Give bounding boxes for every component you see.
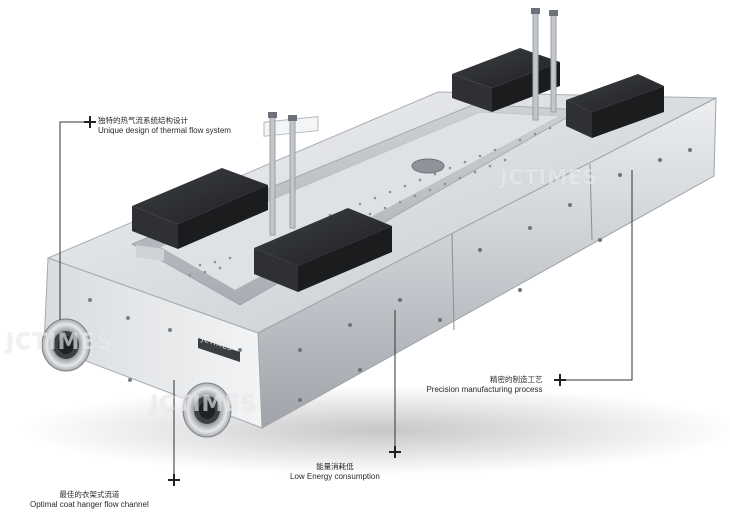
callout-energy: 能量消耗低 Low Energy consumption	[290, 462, 380, 482]
inlet-flange-left	[41, 318, 91, 372]
heater-box-1	[132, 168, 268, 262]
callout-channel-cn: 最佳的衣架式流道	[59, 490, 120, 499]
segment-seams	[451, 163, 593, 331]
callout-precision: 精密的制造工艺 Precision manufacturing process	[410, 375, 543, 395]
adjustment-posts-back	[531, 8, 558, 121]
top-port	[411, 158, 445, 174]
end-bolts	[88, 298, 242, 397]
heater-box-4	[566, 74, 664, 138]
callout-precision-en: Precision manufacturing process	[426, 385, 543, 394]
callout-energy-en: Low Energy consumption	[290, 472, 380, 481]
callout-leaders	[59, 121, 633, 480]
callout-thermal: 独特的热气流系统结构设计 Unique design of thermal fl…	[98, 116, 231, 136]
callout-precision-cn: 精密的制造工艺	[490, 375, 543, 384]
watermark-2: JCTIMES	[6, 330, 114, 355]
adjustment-posts-front	[263, 112, 319, 236]
brand-plate	[198, 338, 240, 362]
callout-markers	[84, 116, 566, 486]
callout-thermal-en: Unique design of thermal flow system	[98, 126, 231, 135]
inlet-flange-right	[182, 382, 232, 438]
heater-box-2	[254, 208, 392, 292]
watermark-3: JCTIMES	[150, 392, 258, 417]
callout-channel: 最佳的衣架式流道 Optimal coat hanger flow channe…	[30, 490, 149, 510]
callout-energy-cn: 能量消耗低	[316, 462, 354, 471]
callout-channel-en: Optimal coat hanger flow channel	[30, 500, 149, 509]
callout-thermal-cn: 独特的热气流系统结构设计	[98, 116, 188, 125]
front-bolts	[298, 148, 692, 402]
watermark-1: JCTIMES	[500, 165, 599, 189]
